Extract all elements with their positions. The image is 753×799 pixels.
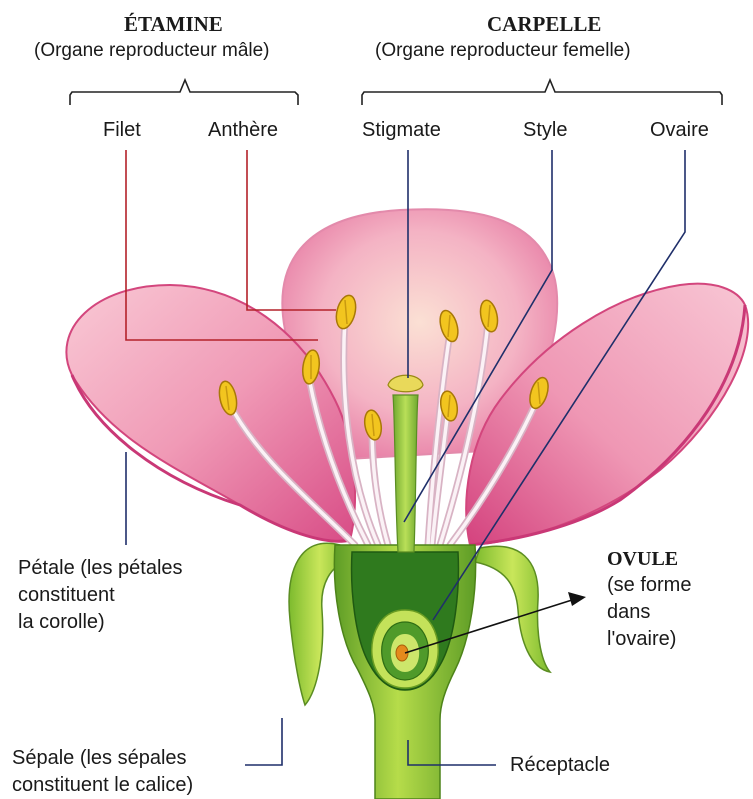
ovule-title: OVULE: [607, 548, 678, 571]
label-ovule: (se forme dans l'ovaire): [607, 572, 691, 653]
label-petale: Pétale (les pétales constituent la corol…: [18, 555, 183, 636]
carpel-brace: [362, 80, 722, 105]
ovule-arrow-icon: [568, 592, 586, 606]
stamen-group-subtitle: (Organe reproducteur mâle): [34, 40, 270, 62]
label-stigmate: Stigmate: [362, 117, 441, 143]
carpel-group-subtitle: (Organe reproducteur femelle): [375, 40, 631, 62]
label-sepale: Sépale (les sépales constituent le calic…: [12, 745, 193, 799]
right-sepal: [475, 546, 550, 672]
label-style: Style: [523, 117, 567, 143]
petale-line-1: Pétale (les pétales: [18, 555, 183, 582]
label-ovaire: Ovaire: [650, 117, 709, 143]
label-receptacle: Réceptacle: [510, 752, 610, 778]
sepale-line-1: Sépale (les sépales: [12, 745, 193, 772]
label-filet: Filet: [103, 117, 141, 143]
ovule-line-3: l'ovaire): [607, 626, 691, 653]
petale-line-2: constituent: [18, 582, 183, 609]
ovule-line-2: dans: [607, 599, 691, 626]
carpel-group-title: CARPELLE: [487, 12, 601, 37]
petale-line-3: la corolle): [18, 609, 183, 636]
style: [393, 395, 418, 552]
ovule-line-1: (se forme: [607, 572, 691, 599]
label-anthere: Anthère: [208, 117, 278, 143]
stamen-brace: [70, 80, 298, 105]
stamen-group-title: ÉTAMINE: [124, 12, 223, 37]
sepale-line-2: constituent le calice): [12, 772, 193, 799]
